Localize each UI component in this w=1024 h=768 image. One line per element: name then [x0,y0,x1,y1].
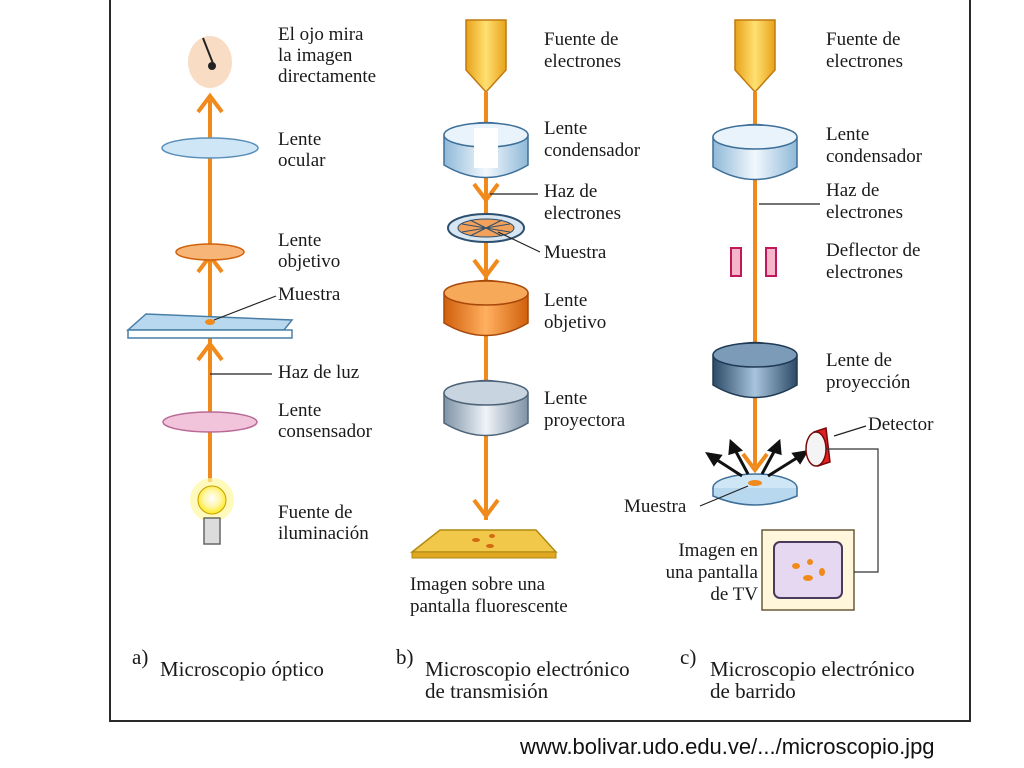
panel-b-letter: b) [396,645,414,669]
objective-lens [175,243,245,261]
projection-lens [712,341,798,399]
leader-lines-c [699,203,867,507]
sample-label: Muestra [624,496,687,517]
ocular-lens [161,137,259,159]
detector [805,426,831,468]
sample-label: Muestra [544,242,607,263]
sample-slide [126,313,294,339]
projector-lens [443,379,529,437]
eye-icon [188,36,232,88]
tv-screen [761,529,855,611]
objective-lens [443,279,529,337]
panel-a-caption: Microscopio óptico [160,657,324,681]
condenser-lens [712,123,798,181]
fluorescent-screen [409,529,558,559]
sample-label: Muestra [278,284,341,305]
sample-grid [447,213,525,243]
panel-a-letter: a) [132,645,148,669]
scattered-electrons-arrows [705,438,809,478]
signal-cable [826,448,879,573]
source-credit: www.bolivar.udo.edu.ve/.../microscopio.j… [520,734,935,759]
light-bulb-icon [190,478,234,545]
condenser-lens [443,121,529,179]
electron-deflector [730,247,777,277]
leader-lines-a [210,295,277,375]
condenser-lens [162,411,258,433]
detector-label: Detector [868,414,934,435]
electron-source [734,19,776,94]
leader-lines-b [490,193,541,253]
light-beam-label: Haz de luz [278,362,359,383]
electron-source [465,19,507,94]
sample-stage [712,473,798,506]
panel-c-letter: c) [680,645,696,669]
